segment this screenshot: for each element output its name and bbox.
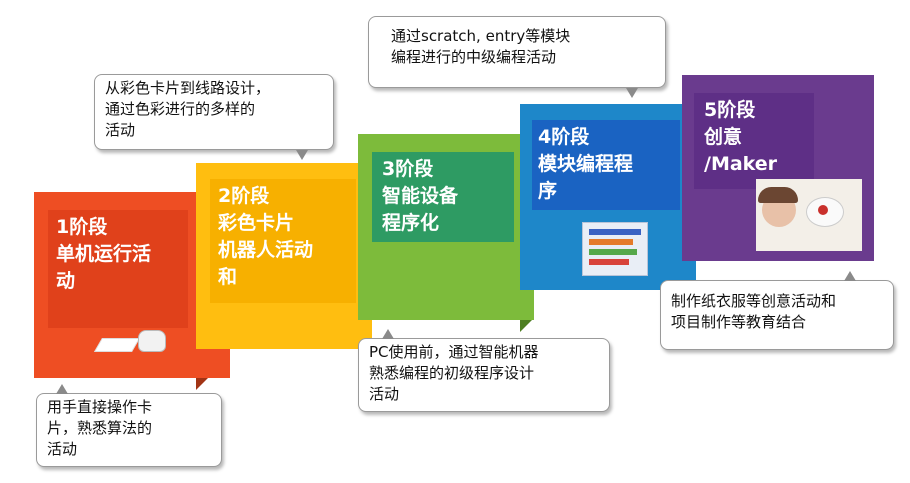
stage-3-title: 3阶段 智能设备 程序化 [382, 158, 459, 234]
stage-5-block: 5阶段 创意 /Maker [682, 75, 874, 261]
callout-stage-5-tail [844, 271, 856, 281]
stage-5-label-box [694, 93, 814, 189]
callout-stage-3: PC使用前，通过智能机器 熟悉编程的初级程序设计 活动 [358, 338, 610, 412]
callout-stage-2: 从彩色卡片到线路设计， 通过色彩进行的多样的 活动 [94, 74, 334, 150]
robot-card-image [93, 328, 168, 354]
callout-stage-1-tail [56, 384, 68, 394]
stage-4-title: 4阶段 模块编程程 序 [538, 126, 634, 202]
callout-stage-4-tail [626, 88, 638, 98]
callout-stage-5: 制作纸衣服等创意活动和 项目制作等教育结合 [660, 280, 894, 350]
stage-2-title: 2阶段 彩色卡片 机器人活动 和 [218, 185, 314, 288]
stage-5-title: 5阶段 创意 /Maker [704, 99, 778, 175]
callout-stage-3-tail [382, 329, 394, 339]
stage-4-label-box [532, 120, 680, 210]
stage-1-label-box [48, 210, 188, 328]
coding-cards-image [582, 222, 648, 276]
callout-stage-2-tail [296, 150, 308, 160]
maker-photo [756, 179, 862, 251]
stage-2-label-box [210, 179, 356, 303]
stage-3-fold [520, 320, 532, 332]
stage-3-label-box [372, 152, 514, 242]
stage-1-fold [196, 378, 208, 390]
stage-4-block: 4阶段 模块编程程 序 [520, 104, 696, 290]
callout-stage-4: 通过scratch, entry等模块 编程进行的中级编程活动 [368, 16, 666, 88]
stage-1-title: 1阶段 单机运行活 动 [56, 216, 152, 292]
stage-3-block: 3阶段 智能设备 程序化 [358, 134, 534, 320]
callout-stage-1: 用手直接操作卡 片，熟悉算法的 活动 [36, 393, 222, 467]
stage-2-block: 2阶段 彩色卡片 机器人活动 和 [196, 163, 372, 349]
